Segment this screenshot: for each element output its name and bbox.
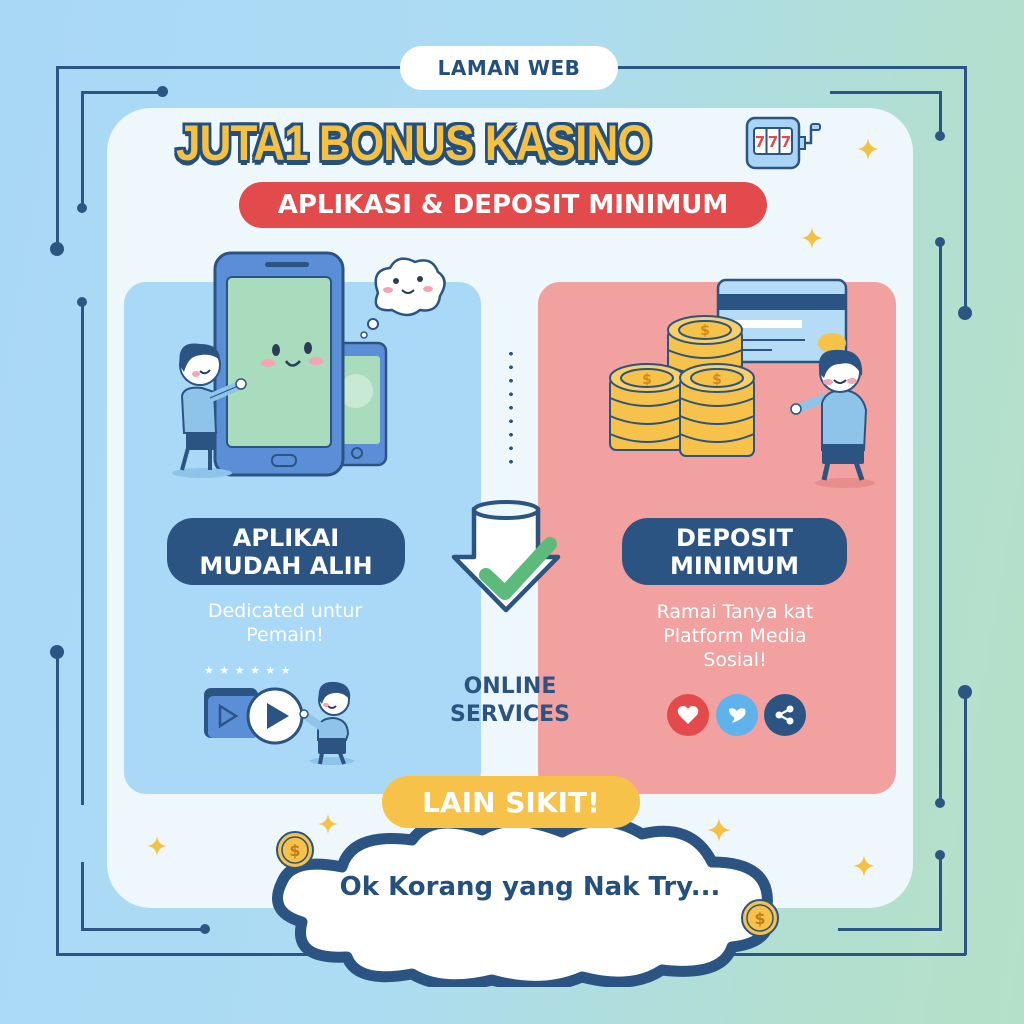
sparkle-icon — [857, 138, 879, 160]
mobile-app-label-line1: APLIKAI — [232, 523, 340, 552]
phone-illustration — [170, 248, 450, 483]
bird-icon[interactable] — [716, 694, 758, 736]
dotted-divider — [509, 347, 513, 469]
page-title: JUTA1 BONUS KASINO — [176, 115, 652, 171]
svg-text:7: 7 — [755, 133, 765, 151]
share-icon[interactable] — [764, 694, 806, 736]
online-services-label: ONLINE SERVICES — [449, 674, 571, 727]
coins-card-illustration: $ $ $ — [600, 278, 885, 490]
coin-icon: $ — [275, 830, 315, 870]
video-illustration: ★ ★ ★ ★ ★ ★ — [200, 648, 375, 768]
svg-text:$: $ — [642, 372, 652, 388]
svg-text:$: $ — [754, 909, 765, 928]
rating-stars: ★ ★ ★ ★ ★ ★ — [204, 664, 292, 677]
mobile-app-label: APLIKAI MUDAH ALIH — [167, 518, 405, 585]
site-label-badge[interactable]: LAMAN WEB — [400, 46, 618, 90]
svg-text:$: $ — [712, 372, 722, 388]
slot-machine-icon: 7 7 7 — [745, 115, 825, 170]
deposit-label-line1: DEPOSIT — [676, 523, 793, 552]
svg-text:$: $ — [700, 323, 710, 339]
cloud-call-to-action[interactable]: Ok Korang yang Nak Try... — [339, 872, 721, 902]
lain-sikit-badge: LAIN SIKIT! — [382, 776, 640, 828]
deposit-description: Ramai Tanya kat Platform Media Sosial! — [656, 601, 814, 671]
subtitle-banner: APLIKASI & DEPOSIT MINIMUM — [239, 182, 767, 228]
svg-text:$: $ — [289, 841, 300, 860]
heart-icon[interactable] — [667, 694, 709, 736]
sparkle-icon — [318, 814, 338, 834]
deposit-label: DEPOSIT MINIMUM — [622, 518, 847, 585]
sparkle-icon — [801, 227, 823, 249]
mobile-app-description: Dedicated untur Pemain! — [207, 600, 363, 646]
download-check-icon — [444, 498, 574, 668]
svg-text:7: 7 — [781, 133, 791, 151]
deposit-label-line2: MINIMUM — [669, 551, 800, 580]
sparkle-icon — [707, 818, 731, 842]
svg-text:7: 7 — [768, 133, 778, 151]
sparkle-icon — [853, 855, 875, 877]
mobile-app-label-line2: MUDAH ALIH — [199, 551, 373, 580]
sparkle-icon — [147, 836, 167, 856]
coin-icon: $ — [740, 898, 780, 938]
cloud-banner — [262, 812, 782, 992]
